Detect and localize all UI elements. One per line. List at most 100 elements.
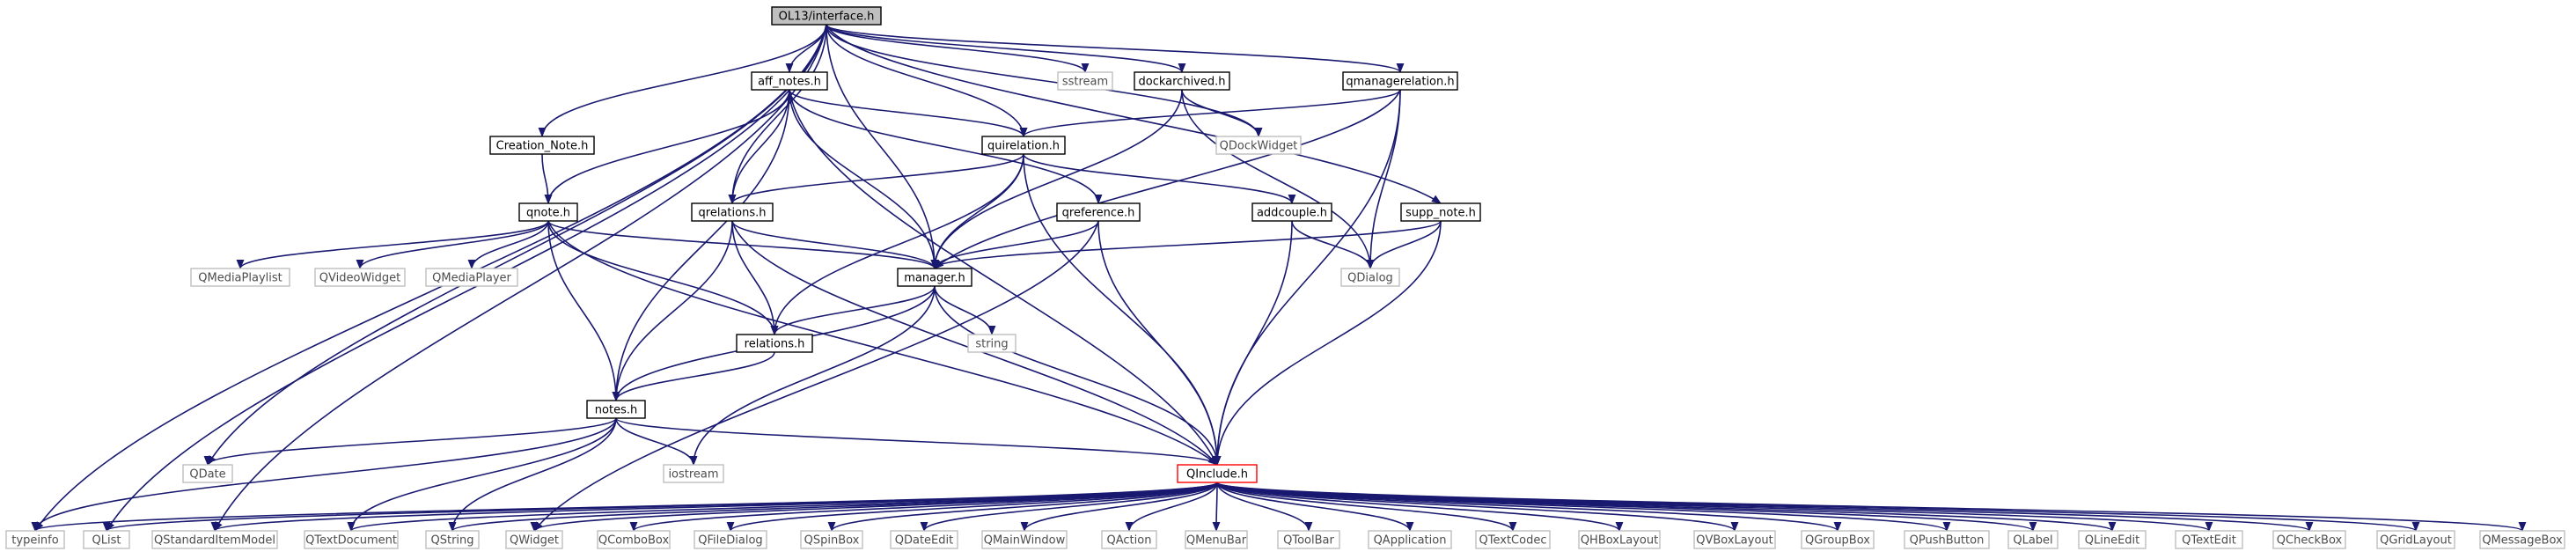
node-qstring[interactable]: QString xyxy=(425,530,480,549)
edge-qnote-to-manager xyxy=(547,220,939,270)
node-box-qcheckbox xyxy=(2272,530,2346,549)
node-box-qtoolbar xyxy=(1277,530,1340,549)
node-box-manager xyxy=(897,268,972,287)
node-qtextdocument[interactable]: QTextDocument xyxy=(304,530,399,549)
node-addcouple[interactable]: addcouple.h xyxy=(1251,202,1332,222)
node-qaction[interactable]: QAction xyxy=(1101,530,1157,549)
node-qinclude[interactable]: QInclude.h xyxy=(1177,464,1258,483)
edge-manager-to-string xyxy=(934,285,996,336)
node-label-dockarchived: dockarchived.h xyxy=(1139,76,1226,89)
node-typeinfo[interactable]: typeinfo xyxy=(5,530,65,549)
node-qtextcodec[interactable]: QTextCodec xyxy=(1475,530,1551,549)
node-label-relations: relations.h xyxy=(745,338,805,351)
node-box-qtextedit xyxy=(2175,530,2243,549)
node-qmediaplaylist[interactable]: QMediaPlaylist xyxy=(190,268,290,287)
edge-notes-to-qdate xyxy=(203,417,617,467)
node-qpushbutton[interactable]: QPushButton xyxy=(1904,530,1990,549)
edge-qrelations-to-manager xyxy=(731,220,939,270)
node-box-qmanagerelation xyxy=(1342,71,1458,91)
node-label-creation_note: Creation_Note.h xyxy=(496,140,589,153)
edge-interface-to-qdate xyxy=(207,24,827,466)
edge-dockarchived-to-qdialog xyxy=(1181,89,1375,270)
edge-qinclude-to-qfiledialog xyxy=(726,482,1218,533)
node-qvideowidget[interactable]: QVideoWidget xyxy=(314,268,406,287)
node-qtextedit[interactable]: QTextEdit xyxy=(2175,530,2243,549)
node-manager[interactable]: manager.h xyxy=(897,268,972,287)
node-box-relations xyxy=(736,334,813,353)
node-qapplication[interactable]: QApplication xyxy=(1368,530,1452,549)
edge-notes-to-typeinfo xyxy=(31,417,617,533)
node-interface[interactable]: OL13/interface.h xyxy=(771,6,882,26)
node-label-qmediaplaylist: QMediaPlaylist xyxy=(198,272,282,285)
node-label-qnote: qnote.h xyxy=(526,207,570,220)
node-qtoolbar[interactable]: QToolBar xyxy=(1277,530,1340,549)
node-box-qlineedit xyxy=(2078,530,2147,549)
node-qvboxlayout[interactable]: QVBoxLayout xyxy=(1693,530,1776,549)
node-label-interface: OL13/interface.h xyxy=(779,11,875,24)
node-supp_note[interactable]: supp_note.h xyxy=(1400,202,1481,222)
edge-aff_notes-to-quirelation xyxy=(789,89,1028,138)
edge-interface-to-supp_note xyxy=(826,24,1442,204)
node-quirelation[interactable]: quirelation.h xyxy=(981,136,1066,155)
edge-interface-to-creation_note xyxy=(538,24,827,138)
node-sstream[interactable]: sstream xyxy=(1057,71,1113,91)
node-qgroupbox[interactable]: QGroupBox xyxy=(1801,530,1875,549)
node-qhboxlayout[interactable]: QHBoxLayout xyxy=(1578,530,1661,549)
node-qdate[interactable]: QDate xyxy=(182,464,233,483)
node-box-qwidget xyxy=(505,530,563,549)
node-qdateedit[interactable]: QDateEdit xyxy=(890,530,958,549)
node-notes[interactable]: notes.h xyxy=(586,400,646,419)
node-creation_note[interactable]: Creation_Note.h xyxy=(489,136,595,155)
node-label-aff_notes: aff_notes.h xyxy=(758,76,821,89)
node-label-qvboxlayout: QVBoxLayout xyxy=(1696,534,1772,548)
node-qfiledialog[interactable]: QFileDialog xyxy=(694,530,767,549)
node-box-creation_note xyxy=(489,136,595,155)
node-qlineedit[interactable]: QLineEdit xyxy=(2078,530,2147,549)
edge-qinclude-to-qvboxlayout xyxy=(1216,482,1739,533)
node-label-manager: manager.h xyxy=(904,272,965,285)
node-qcombobox[interactable]: QComboBox xyxy=(597,530,671,549)
node-dockarchived[interactable]: dockarchived.h xyxy=(1134,71,1230,91)
node-box-typeinfo xyxy=(5,530,65,549)
node-label-qdateedit: QDateEdit xyxy=(895,534,953,548)
node-label-qlabel: QLabel xyxy=(2013,534,2052,548)
node-label-qaction: QAction xyxy=(1107,534,1152,548)
edge-dockarchived-to-manager xyxy=(930,89,1183,270)
node-qreference[interactable]: qreference.h xyxy=(1056,202,1141,222)
node-qlabel[interactable]: QLabel xyxy=(2007,530,2059,549)
node-qstandarditemmodel[interactable]: QStandardItemModel xyxy=(151,530,278,549)
node-box-qdockwidget xyxy=(1215,136,1302,155)
edge-qinclude-to-qmainwindow xyxy=(1020,482,1218,533)
node-qmessagebox[interactable]: QMessageBox xyxy=(2479,530,2565,549)
node-box-qstandarditemmodel xyxy=(151,530,278,549)
node-qgridlayout[interactable]: QGridLayout xyxy=(2376,530,2455,549)
node-qmenubar[interactable]: QMenuBar xyxy=(1185,530,1248,549)
edge-notes-to-qinclude xyxy=(615,417,1222,467)
node-iostream[interactable]: iostream xyxy=(663,464,724,483)
edge-qnote-to-qvideowidget xyxy=(356,220,549,270)
edge-interface-to-qrelations xyxy=(728,24,827,205)
node-aff_notes[interactable]: aff_notes.h xyxy=(751,71,828,91)
node-box-quirelation xyxy=(981,136,1066,155)
node-qwidget[interactable]: QWidget xyxy=(505,530,563,549)
node-qlist[interactable]: QList xyxy=(83,530,130,549)
node-string[interactable]: string xyxy=(967,334,1016,353)
edge-qinclude-to-qapplication xyxy=(1216,482,1414,533)
edge-qinclude-to-qtextcodec xyxy=(1216,482,1517,533)
node-label-sstream: sstream xyxy=(1062,76,1108,89)
node-qrelations[interactable]: qrelations.h xyxy=(691,202,774,222)
node-qmediaplayer[interactable]: QMediaPlayer xyxy=(425,268,518,287)
nodes-layer: OL13/interface.h aff_notes.h sstream dockar… xyxy=(5,6,2565,549)
node-qmanagerelation[interactable]: qmanagerelation.h xyxy=(1342,71,1458,91)
node-qcheckbox[interactable]: QCheckBox xyxy=(2272,530,2346,549)
edge-qreference-to-qwidget xyxy=(533,220,1099,532)
node-label-qmenubar: QMenuBar xyxy=(1186,534,1247,548)
node-qspinbox[interactable]: QSpinBox xyxy=(800,530,863,549)
node-qdockwidget[interactable]: QDockWidget xyxy=(1215,136,1302,155)
node-relations[interactable]: relations.h xyxy=(736,334,813,353)
node-box-qmenubar xyxy=(1185,530,1248,549)
node-qmainwindow[interactable]: QMainWindow xyxy=(981,530,1068,549)
node-qdialog[interactable]: QDialog xyxy=(1340,268,1400,287)
node-qnote[interactable]: qnote.h xyxy=(518,202,578,222)
